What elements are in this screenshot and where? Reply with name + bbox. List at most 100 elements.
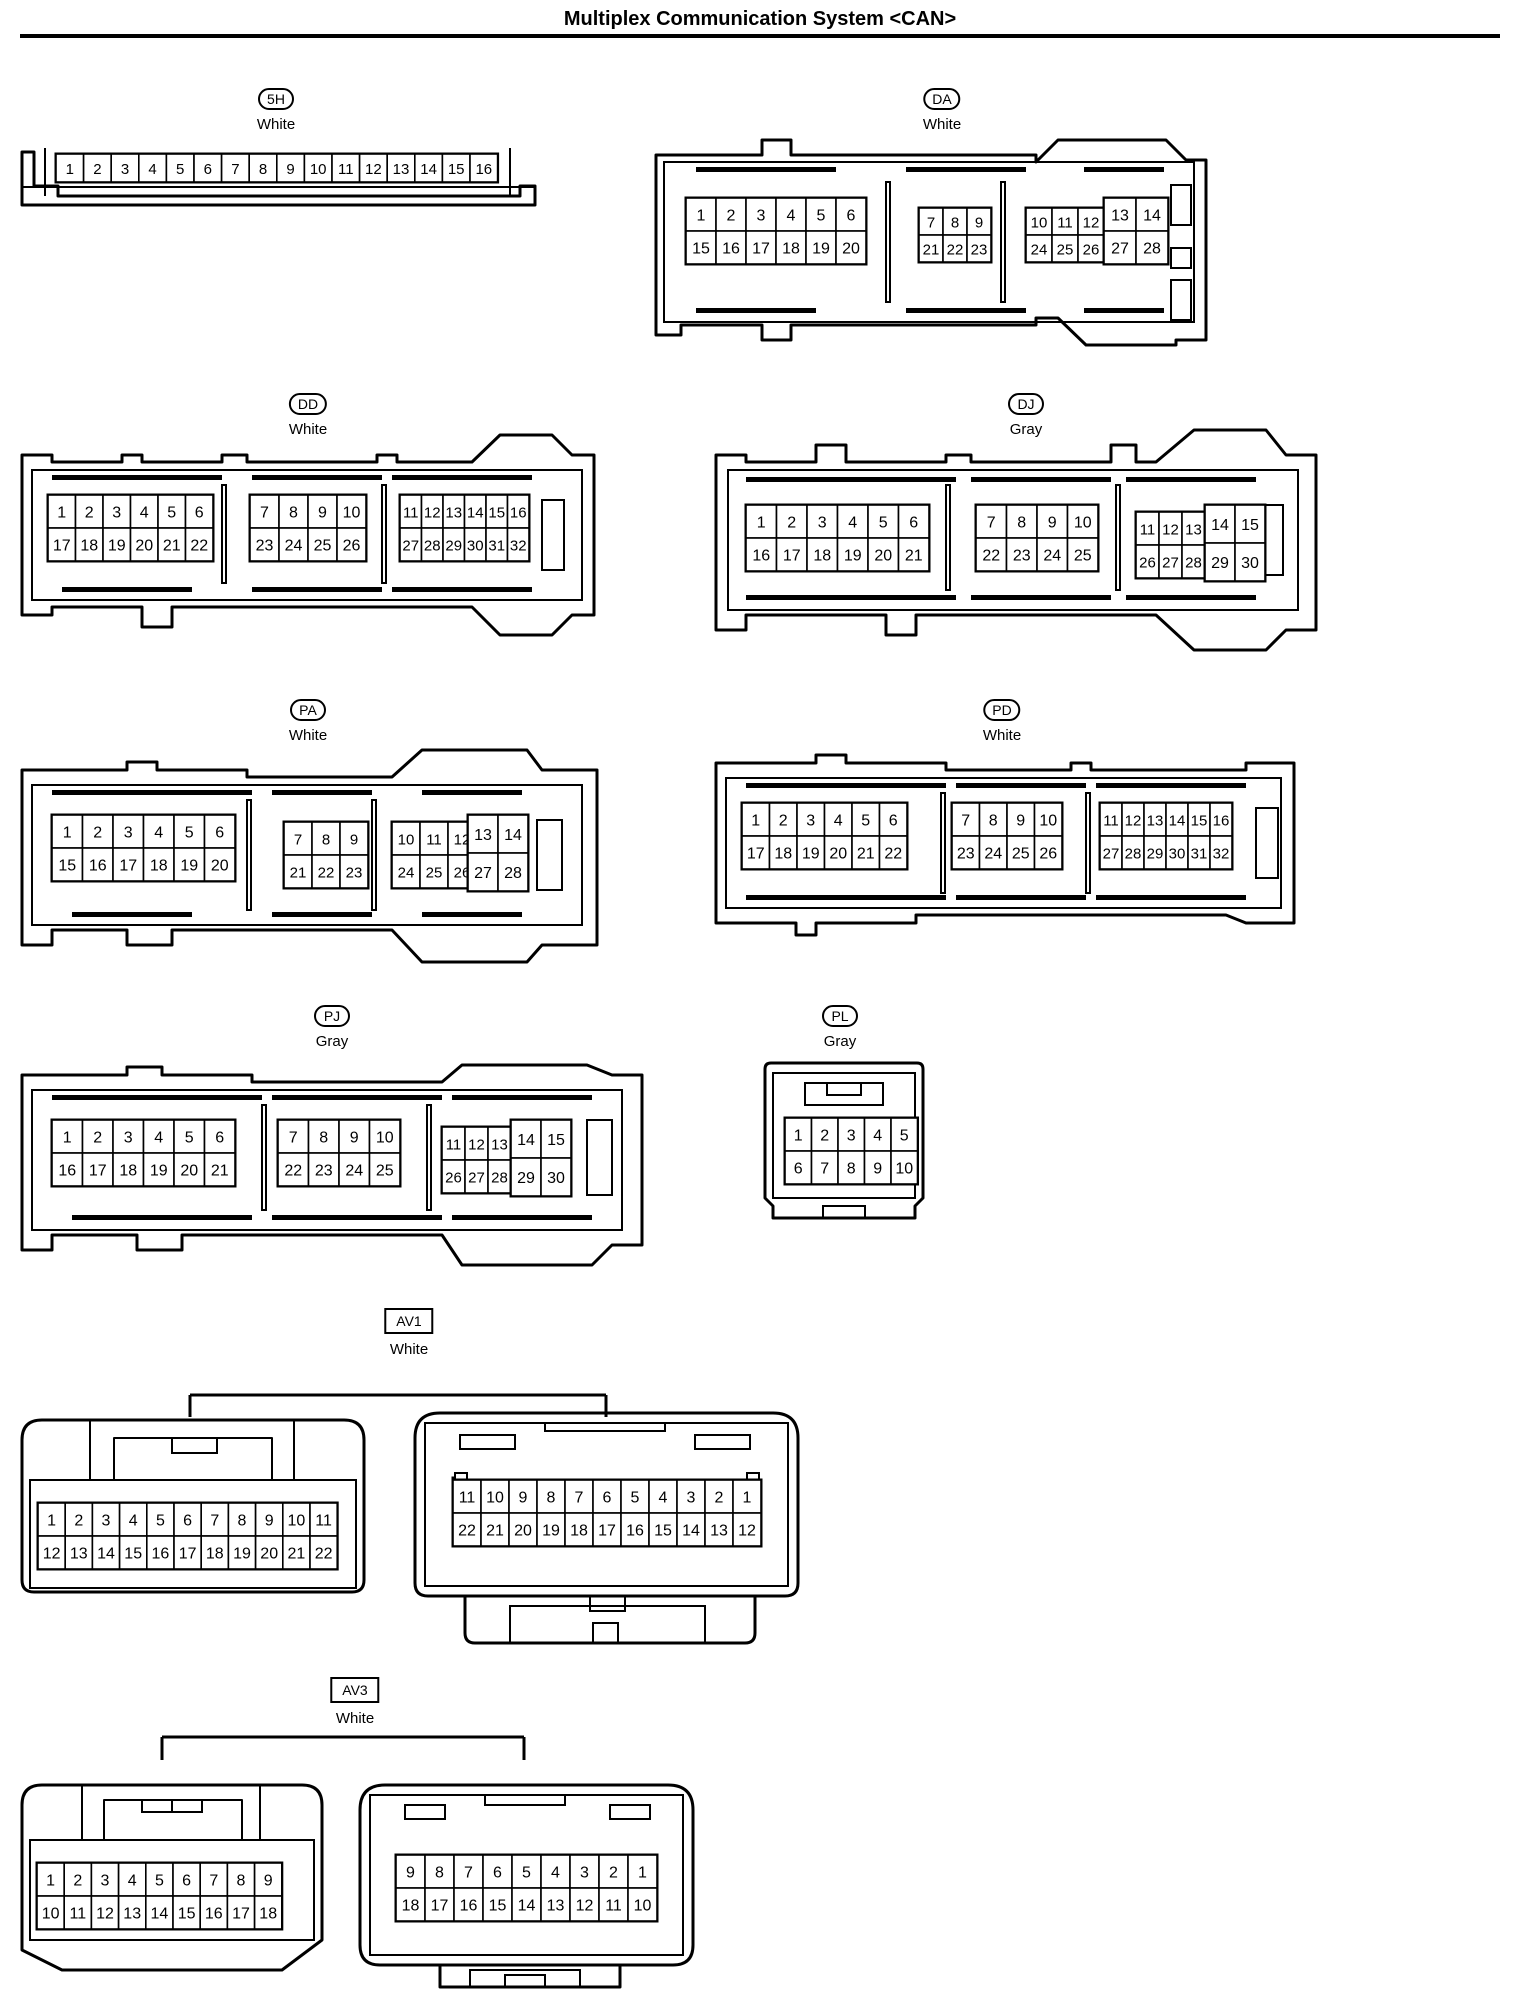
latch (822, 1205, 866, 1219)
pin-number: 8 (435, 1865, 444, 1882)
pin-number: 7 (987, 515, 996, 532)
pin-cell (173, 1502, 203, 1537)
pin-number: 7 (231, 161, 239, 178)
pin-cell (918, 234, 944, 263)
pin-cell (173, 814, 206, 849)
divider (246, 799, 252, 911)
latch (171, 1437, 218, 1454)
pin-number: 17 (179, 1546, 197, 1563)
pin-cell (978, 835, 1008, 870)
pin-number: 22 (284, 1163, 302, 1180)
pin-cell (283, 821, 313, 856)
pin-number: 22 (190, 538, 208, 555)
pin-number: 20 (211, 858, 229, 875)
pin-number: 5 (167, 505, 176, 522)
pin-number: 10 (42, 1906, 60, 1923)
pin-cell (64, 1502, 94, 1537)
housing-outline (358, 1783, 695, 1967)
pin-number: 21 (905, 548, 923, 565)
pin-number: 11 (1140, 522, 1156, 539)
pin-number: 30 (547, 1170, 565, 1187)
pin-number: 12 (1083, 215, 1100, 232)
latch (541, 499, 565, 571)
latch-bar (392, 587, 532, 592)
pin-number: 16 (752, 548, 770, 565)
pin-cell (283, 854, 313, 889)
pin-number: 3 (121, 161, 129, 178)
pin-number: 16 (89, 858, 107, 875)
pin-cell (620, 1479, 650, 1514)
latch-bar (1126, 477, 1256, 482)
housing-outline (29, 1479, 357, 1589)
latch-bar (971, 477, 1111, 482)
pin-cell (81, 1152, 114, 1187)
pin-cell (732, 1512, 762, 1547)
pin-cell (863, 1117, 892, 1152)
housing-outline (89, 1420, 295, 1480)
latch (592, 1622, 619, 1644)
pin-number: 1 (66, 161, 74, 178)
pin-number: 8 (259, 161, 267, 178)
pin-cell (508, 1512, 538, 1547)
pin-cell (1234, 542, 1266, 582)
divider (221, 484, 227, 584)
pin-cell (890, 1117, 919, 1152)
pin-number: 18 (782, 241, 800, 258)
housing-outline (725, 777, 1282, 909)
pin-number: 30 (1241, 555, 1259, 572)
pin-number: 23 (957, 846, 975, 863)
pin-number: 24 (398, 865, 415, 882)
pin-number: 14 (420, 161, 437, 178)
latch-bar (252, 587, 382, 592)
pin-number: 5 (631, 1490, 640, 1507)
pin-number: 2 (820, 1128, 829, 1145)
pin-cell (391, 854, 421, 889)
latch-bar (746, 783, 946, 788)
pin-number: 21 (163, 538, 181, 555)
pin-number: 25 (1012, 846, 1030, 863)
pin-number: 11 (1057, 215, 1073, 232)
pin-cell (540, 1119, 572, 1159)
connector-color-5h: White (256, 116, 296, 133)
pin-number: 17 (747, 846, 765, 863)
pin-number: 19 (844, 548, 862, 565)
connector-tag-da: DA (923, 88, 961, 110)
pin-number: 4 (848, 515, 857, 532)
title-rule (20, 34, 1500, 38)
pin-number: 2 (715, 1490, 724, 1507)
pin-number: 28 (491, 1170, 508, 1187)
pin-number: 7 (961, 813, 970, 830)
pin-number: 24 (345, 1163, 363, 1180)
pin-number: 6 (603, 1490, 612, 1507)
pin-cell (890, 1150, 919, 1185)
pin-number: 12 (96, 1906, 114, 1923)
pin-number: 8 (238, 1513, 247, 1530)
pin-number: 13 (710, 1523, 728, 1540)
pin-cell (1103, 197, 1137, 232)
pin-number: 27 (1111, 241, 1129, 258)
pin-number: 22 (884, 846, 902, 863)
latch-bar (1096, 895, 1246, 900)
pin-cell (309, 1502, 339, 1537)
pin-number: 29 (517, 1170, 535, 1187)
pin-cell (36, 1895, 66, 1930)
pin-number: 23 (346, 865, 363, 882)
pin-number: 13 (70, 1546, 88, 1563)
pin-number: 6 (794, 1161, 803, 1178)
pin-number: 25 (314, 538, 332, 555)
pin-cell (878, 835, 908, 870)
pin-number: 12 (1125, 813, 1142, 830)
pin-cell (863, 1150, 892, 1185)
pin-number: 17 (232, 1906, 250, 1923)
pin-number: 9 (406, 1865, 415, 1882)
pin-cell (510, 1157, 542, 1197)
pin-cell (897, 537, 930, 572)
pin-number: 26 (1139, 555, 1156, 572)
pin-number: 14 (1211, 517, 1229, 534)
pin-number: 30 (467, 538, 484, 555)
pin-number: 11 (338, 161, 354, 178)
pin-number: 1 (697, 208, 706, 225)
pin-number: 15 (124, 1546, 142, 1563)
pin-number: 6 (195, 505, 204, 522)
